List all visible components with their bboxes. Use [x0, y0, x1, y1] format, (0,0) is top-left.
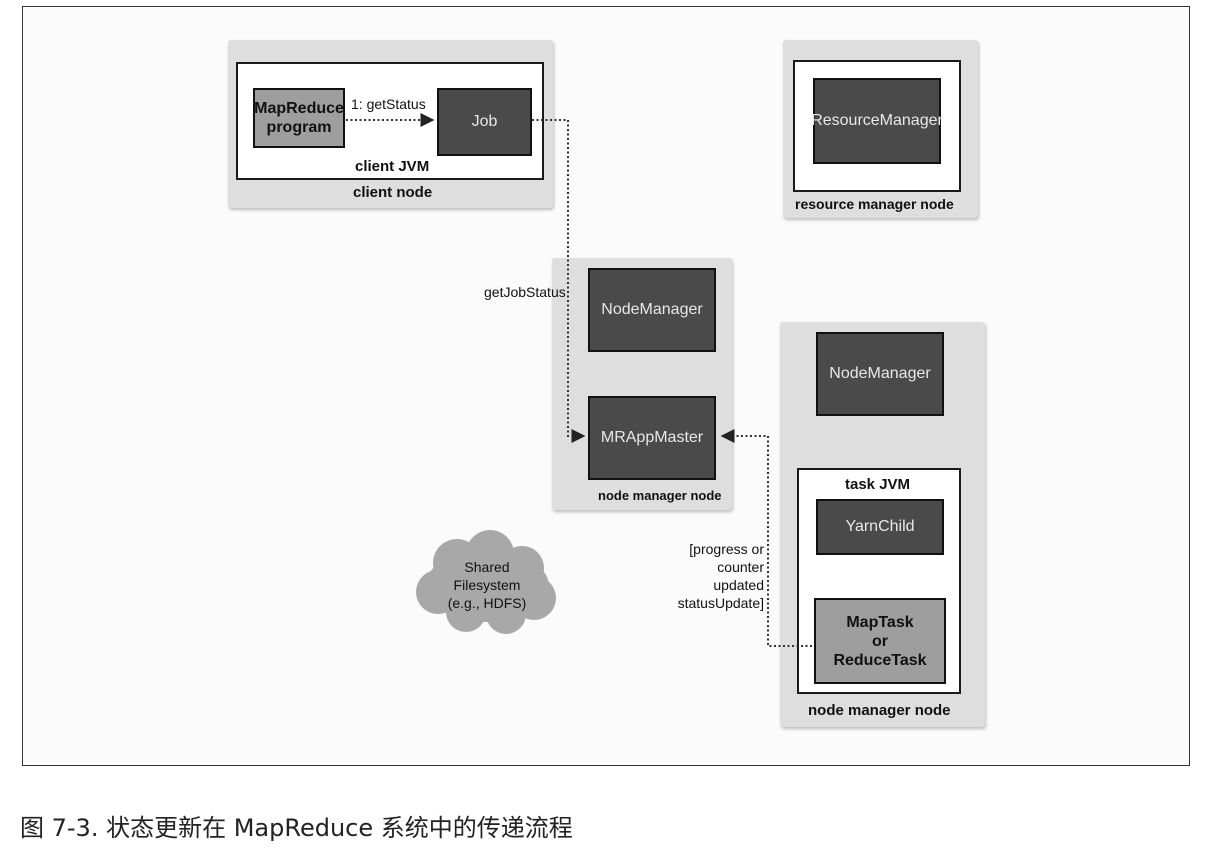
resource-manager-node-label: resource manager node: [795, 196, 954, 212]
shared-filesystem-label: Shared Filesystem (e.g., HDFS): [447, 559, 527, 611]
nodemanager-box-2: NodeManager: [816, 332, 944, 416]
get-job-status-arrow: [532, 119, 586, 443]
get-status-label: 1: getStatus: [351, 96, 426, 112]
status-update-arrow: [720, 429, 812, 647]
mapreduce-program-box: MapReduce program: [253, 88, 345, 148]
yarnchild-box: YarnChild: [816, 499, 944, 555]
client-jvm-label: client JVM: [355, 158, 430, 175]
nodemanager-box-1: NodeManager: [588, 268, 716, 352]
job-box: Job: [437, 88, 532, 156]
get-job-status-label: getJobStatus: [484, 284, 566, 300]
figure-caption: 图 7-3. 状态更新在 MapReduce 系统中的传递流程: [20, 814, 573, 842]
shared-filesystem-cloud: [416, 530, 556, 634]
maptask-box: MapTask or ReduceTask: [814, 598, 946, 684]
app-master-node-label: node manager node: [598, 488, 722, 503]
client-node-label: client node: [353, 184, 433, 201]
task-jvm-label: task JVM: [845, 476, 911, 493]
mrappmaster-box: MRAppMaster: [588, 396, 716, 480]
status-update-label: [progress or counter updated statusUpdat…: [677, 541, 764, 611]
task-node-label: node manager node: [808, 702, 951, 719]
resource-manager-box: ResourceManager: [811, 78, 943, 164]
